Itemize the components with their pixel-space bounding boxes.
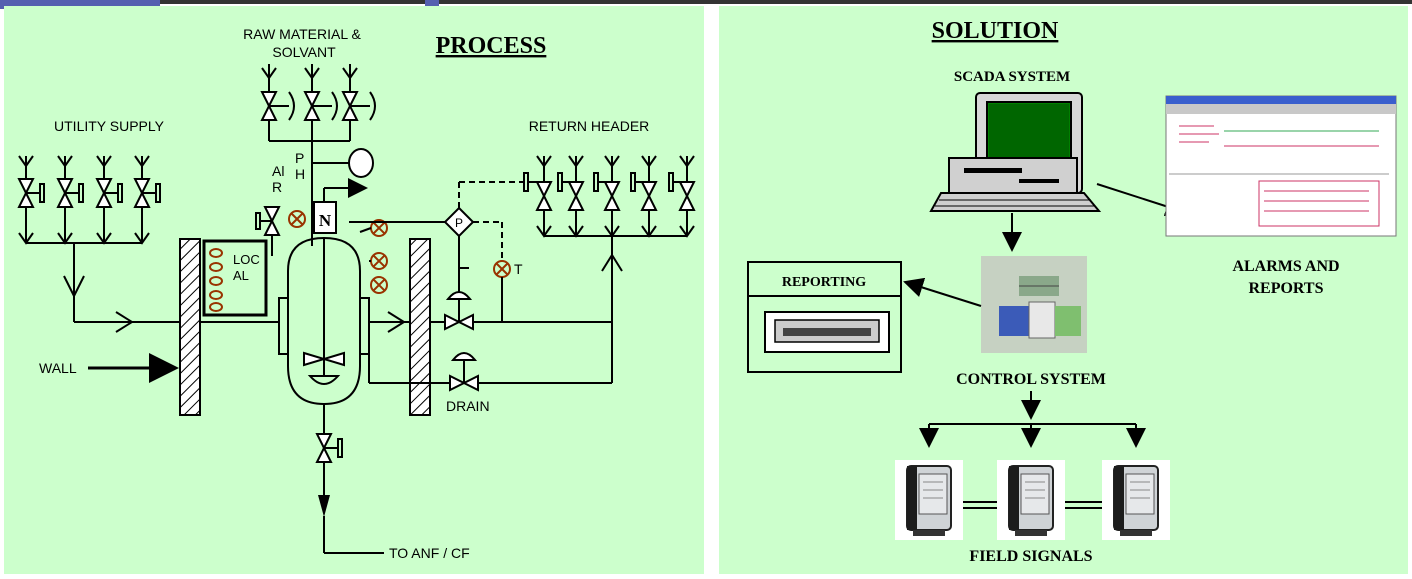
solution-panel: SOLUTION SCADA SYSTEM ALARMS AND REPORTS	[719, 6, 1408, 574]
temp-label: T	[514, 261, 523, 277]
drain-label: DRAIN	[446, 398, 490, 414]
pressure-label: P	[455, 216, 463, 230]
top-accent-mark	[425, 0, 439, 9]
alarms-label-2: REPORTS	[1248, 280, 1323, 297]
ph-label-p: P	[295, 150, 304, 166]
reactor-vessel	[200, 178, 452, 431]
solution-diagram: SOLUTION SCADA SYSTEM ALARMS AND REPORTS	[747, 18, 1397, 565]
field-device-1-icon	[894, 459, 964, 541]
printer-icon	[764, 311, 890, 353]
return-header-valves	[523, 155, 695, 238]
al-label-2: R	[272, 179, 282, 195]
field-signals-label: FIELD SIGNALS	[969, 548, 1092, 565]
pressure-transmitter	[349, 181, 528, 286]
wall-right	[409, 238, 431, 416]
process-title: PROCESS	[436, 33, 547, 59]
raw-material-label: RAW MATERIAL &	[243, 26, 361, 42]
outlet-arrow-icon	[318, 495, 330, 517]
al-label: Al	[272, 163, 284, 179]
level-gauge-icon	[348, 148, 374, 178]
top-border	[0, 0, 1412, 4]
return-piping	[369, 236, 623, 384]
reporting-label: REPORTING	[782, 275, 866, 290]
utility-supply-label: UTILITY SUPPLY	[54, 118, 165, 134]
alarms-label-1: ALARMS AND	[1232, 258, 1339, 275]
field-device-2-icon	[996, 459, 1066, 541]
alarms-report-thumbnail-icon	[1165, 95, 1397, 237]
control-system-photo-icon	[981, 256, 1087, 353]
wall-left	[179, 238, 201, 416]
solvant-label: SOLVANT	[272, 44, 336, 60]
scada-label: SCADA SYSTEM	[954, 69, 1070, 85]
local-label-1: LOC	[233, 252, 260, 267]
local-panel-indicators	[209, 248, 223, 312]
process-panel: PROCESS RAW MATERIAL & SOLVANT UTILITY S…	[4, 6, 704, 574]
wall-label: WALL	[39, 360, 77, 376]
field-device-3-icon	[1101, 459, 1171, 541]
control-system-label: CONTROL SYSTEM	[956, 371, 1106, 388]
level-indicator-label: N	[319, 211, 332, 230]
process-diagram: PROCESS RAW MATERIAL & SOLVANT UTILITY S…	[18, 26, 695, 561]
outlet-line	[323, 431, 384, 554]
to-anf-label: TO ANF / CF	[389, 545, 470, 561]
top-accent-bar	[0, 0, 160, 9]
control-valve-actuators	[445, 291, 478, 383]
solution-title: SOLUTION	[932, 18, 1059, 44]
return-header-label: RETURN HEADER	[529, 118, 650, 134]
ph-label-h: H	[295, 166, 305, 182]
local-label-2: AL	[233, 268, 249, 283]
scada-computer-icon	[929, 92, 1102, 212]
